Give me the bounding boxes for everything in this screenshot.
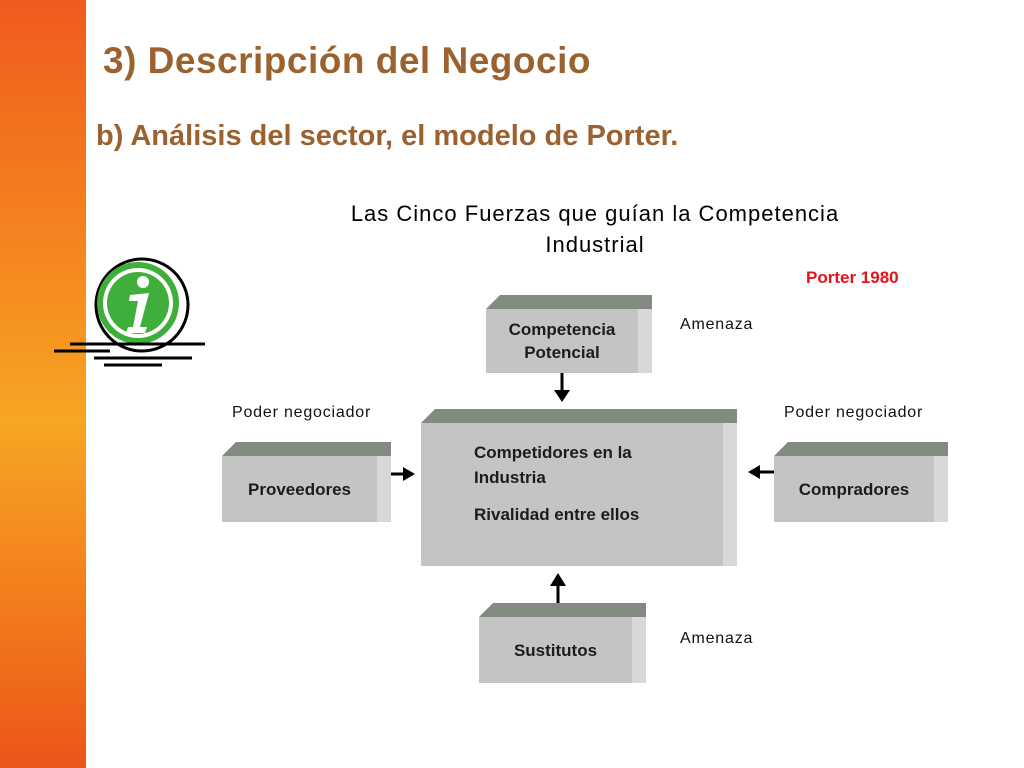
arrow-top-to-center: [554, 373, 570, 402]
label-poder-negociador-left: Poder negociador: [232, 404, 372, 421]
slide-title: 3) Descripción del Negocio: [103, 40, 591, 81]
node-center-line3: Rivalidad entre ellos: [474, 505, 640, 524]
node-sustitutos: Sustitutos: [479, 603, 646, 683]
label-poder-negociador-right: Poder negociador: [784, 404, 924, 421]
node-center-text: Competidores en la Industria Rivalidad e…: [474, 440, 724, 527]
node-center-line2: Industria: [474, 468, 546, 487]
node-bottom-label: Sustitutos: [513, 640, 598, 660]
sidebar-gradient: [0, 0, 86, 768]
node-top-line1: Competencia: [508, 320, 616, 339]
node-left-label: Proveedores: [248, 479, 351, 499]
info-icon: [54, 257, 205, 367]
label-amenaza-bottom: Amenaza: [680, 630, 754, 647]
slide-subtitle: b) Análisis del sector, el modelo de Por…: [96, 120, 679, 152]
node-center-line1: Competidores en la: [474, 443, 632, 462]
node-right-label: Compradores: [798, 479, 910, 499]
citation: Porter 1980: [806, 268, 899, 287]
diagram-title: Las Cinco Fuerzas que guían la Competenc…: [290, 198, 900, 260]
arrow-left-to-center: [391, 467, 415, 481]
node-top-line2: Potencial: [524, 343, 600, 362]
node-proveedores: Proveedores: [222, 442, 391, 522]
node-competencia-potencial: Competencia Potencial: [486, 295, 652, 373]
arrow-bottom-to-center: [550, 573, 566, 603]
node-competidores: [421, 409, 737, 566]
arrow-right-to-center: [748, 465, 774, 479]
node-compradores: Compradores: [774, 442, 948, 522]
label-amenaza-top: Amenaza: [680, 316, 754, 333]
diagram-title-line2: Industrial: [545, 232, 645, 257]
diagram-title-line1: Las Cinco Fuerzas que guían la Competenc…: [350, 201, 840, 226]
